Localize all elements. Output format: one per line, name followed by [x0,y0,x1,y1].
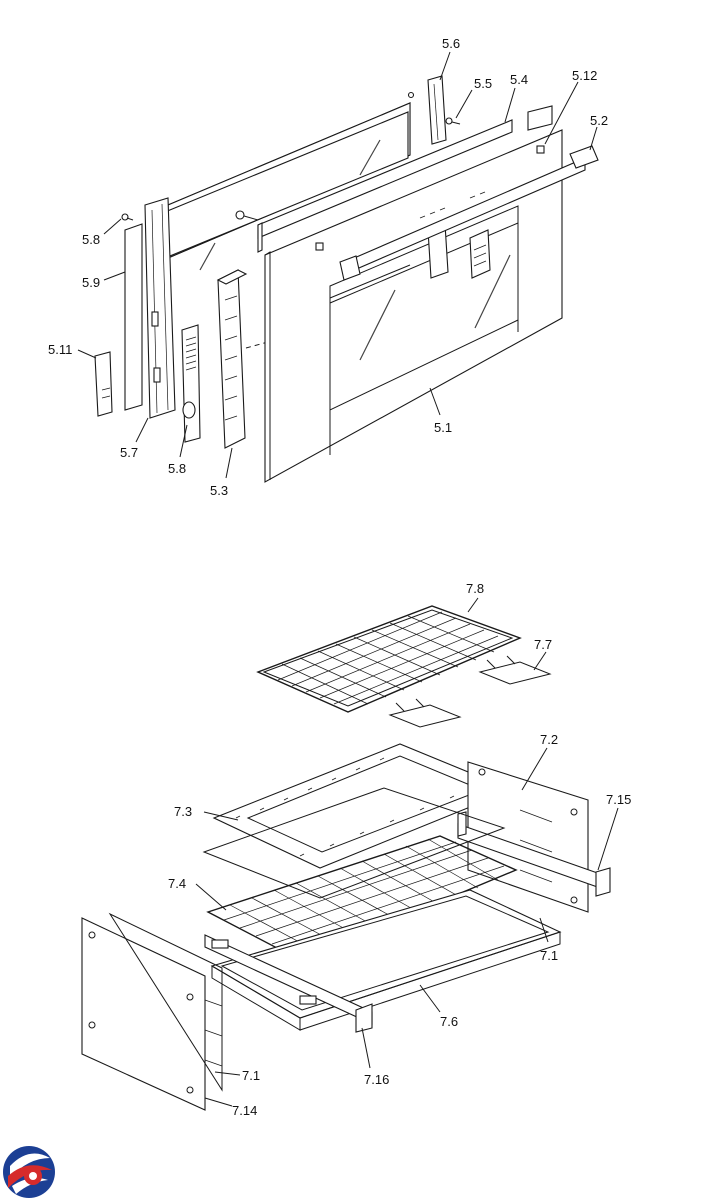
callout-7-8: 7.8 [466,581,484,596]
part-hinge-cover [216,269,269,449]
part-hinge [181,324,201,443]
part-baking-tray [210,889,562,1031]
part-handle [339,145,599,281]
callout-5-12: 5.12 [572,68,597,83]
part-rack-support-right [478,655,552,685]
callout-7-1-right: 7.1 [540,948,558,963]
part-top-channel [427,75,447,145]
callout-5-5: 5.5 [474,76,492,91]
callout-7-6: 7.6 [440,1014,458,1029]
callout-5-4: 5.4 [510,72,528,87]
callout-7-2: 7.2 [540,732,558,747]
part-wire-rack-top [256,605,522,713]
callout-7-15: 7.15 [606,792,631,807]
callout-5-8-top: 5.8 [82,232,100,247]
callout-5-2: 5.2 [590,113,608,128]
part-clip [527,105,553,154]
part-top-trim [235,119,513,253]
door-assembly: 5.6 5.5 5.4 5.12 5.2 5.8 5.9 5.11 5.7 5.… [48,36,608,498]
callout-5-7: 5.7 [120,445,138,460]
part-tray-frame [212,743,514,869]
brand-logo [3,1146,55,1198]
callout-7-16: 7.16 [364,1072,389,1087]
part-side-strip [124,223,143,411]
part-small-bracket [94,351,113,417]
callout-7-7: 7.7 [534,637,552,652]
callout-5-8-hinge: 5.8 [168,461,186,476]
callout-5-3: 5.3 [210,483,228,498]
part-screw-top-left [407,91,415,99]
part-screw-top [445,117,461,125]
callout-7-1-left: 7.1 [242,1068,260,1083]
part-side-frame [144,197,176,419]
part-liner [202,787,506,899]
oven-interior-assembly: 7.8 7.7 7.2 7.3 7.15 7.4 7.1 7.6 7.1 7.1… [81,581,631,1118]
part-screw-small [121,213,134,221]
part-inner-glass-panel [164,102,411,271]
part-rack-support-left [388,698,462,728]
callout-7-14: 7.14 [232,1103,257,1118]
part-side-runner [457,811,611,897]
part-wire-shelf [206,835,518,961]
callout-5-9: 5.9 [82,275,100,290]
callout-5-11: 5.11 [48,342,72,357]
part-front-runner [204,934,373,1033]
callout-5-6: 5.6 [442,36,460,51]
part-outer-door [264,129,563,483]
callout-7-3: 7.3 [174,804,192,819]
part-side-panel-left [81,912,223,1111]
callout-7-4: 7.4 [168,876,186,891]
callout-5-1: 5.1 [434,420,452,435]
